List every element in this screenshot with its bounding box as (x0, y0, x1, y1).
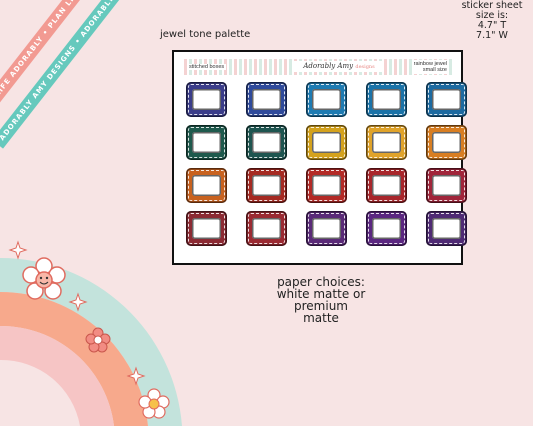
stitched-box-sticker (426, 211, 467, 246)
logo-main: Adorably Amy (303, 62, 354, 70)
sheet-size-info: sticker sheet size is: 4.7" T 7.1" W (457, 1, 527, 41)
stitched-box-sticker (246, 125, 287, 160)
stitched-box-sticker (246, 82, 287, 117)
stitched-box-sticker (186, 211, 227, 246)
palette-title: jewel tone palette (160, 29, 251, 40)
brand-logo: Adorably Amy designs (294, 61, 384, 72)
logo-sub: designs (355, 64, 375, 70)
sticker-sheet-preview: stitched boxes Adorably Amy designs rain… (172, 50, 467, 265)
header-right-2: small size (422, 67, 447, 73)
stitched-box-sticker (366, 168, 407, 203)
stitched-box-sticker (186, 82, 227, 117)
sheet-header-right: rainbow jewel small size (411, 60, 449, 74)
stitched-box-sticker (306, 211, 347, 246)
sheet-size-line4: 7.1" W (476, 30, 508, 41)
stitched-box-sticker (366, 82, 407, 117)
header-right-1: rainbow jewel (413, 61, 447, 67)
sheet-header: stitched boxes Adorably Amy designs rain… (184, 59, 452, 75)
rainbow-inner-band (0, 325, 114, 426)
stitched-box-sticker (366, 211, 407, 246)
sparkle-icon (8, 240, 146, 386)
sheet-size-line3: 4.7" T (477, 20, 507, 31)
stitched-box-sticker (186, 125, 227, 160)
smiley-flower-icon (22, 257, 66, 300)
sticker-grid (186, 82, 467, 246)
rainbow-middle-band (0, 291, 148, 426)
stitched-box-sticker (306, 125, 347, 160)
paper-line3: premium matte (294, 299, 348, 325)
sheet-header-left: stitched boxes (187, 64, 227, 70)
paper-line1: paper choices: (277, 275, 365, 289)
stitched-box-sticker (306, 168, 347, 203)
stitched-box-sticker (246, 168, 287, 203)
stitched-box-sticker (186, 168, 227, 203)
flower-icon (85, 327, 111, 353)
sheet-size-line2: size is: (475, 10, 509, 21)
stitched-box-sticker (366, 125, 407, 160)
stitched-box-sticker (246, 211, 287, 246)
paper-choices: paper choices: white matte or premium ma… (276, 276, 366, 324)
paper-line2: white matte or (276, 287, 366, 301)
stitched-box-sticker (426, 168, 467, 203)
rainbow-illustration (0, 240, 182, 426)
stitched-box-sticker (306, 82, 347, 117)
sheet-size-line1: sticker sheet (461, 0, 523, 11)
stitched-box-sticker (426, 82, 467, 117)
stitched-box-sticker (426, 125, 467, 160)
daisy-icon (138, 388, 170, 419)
